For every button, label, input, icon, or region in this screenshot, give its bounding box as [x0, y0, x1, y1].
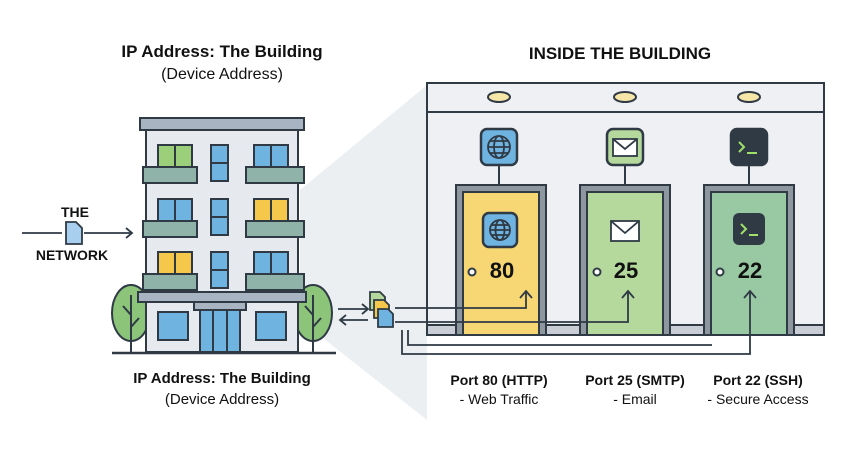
- port-22-description: - Secure Access: [707, 391, 809, 407]
- port-80-description: - Web Traffic: [459, 391, 539, 407]
- network-label-top: THE: [61, 204, 89, 220]
- building: [112, 117, 336, 355]
- window: [157, 311, 189, 341]
- network-label-bottom: NETWORK: [35, 247, 109, 263]
- terminal-icon: [738, 141, 757, 154]
- room-title: INSIDE THE BUILDING: [528, 44, 712, 63]
- door-knob: [467, 267, 477, 277]
- envelope-icon: [612, 138, 638, 157]
- envelope-icon: [610, 220, 640, 242]
- door-port-80[interactable]: [455, 127, 547, 336]
- door-22-number: 22: [737, 258, 763, 283]
- routing-lines: [338, 289, 757, 355]
- window: [255, 311, 287, 341]
- ceiling-light: [613, 91, 637, 103]
- door-port-25[interactable]: [579, 127, 671, 336]
- building-title: IP Address: The Building: [121, 42, 323, 61]
- door-knob: [592, 267, 602, 277]
- data-packets-icon: [369, 291, 394, 328]
- ceiling-light: [737, 91, 761, 103]
- door-25-number: 25: [613, 258, 639, 283]
- building-caption-title: IP Address: The Building: [133, 370, 311, 387]
- globe-icon: [489, 219, 511, 241]
- terminal-sign: [729, 127, 769, 167]
- building-caption-subtitle: (Device Address): [164, 391, 280, 408]
- port-80-label: Port 80 (HTTP): [450, 372, 548, 388]
- port-25-description: - Email: [613, 391, 657, 407]
- door-knob: [715, 267, 725, 277]
- ceiling-light: [487, 91, 511, 103]
- door-port-22[interactable]: [703, 127, 795, 336]
- network-flow: [22, 227, 134, 239]
- building-entrance: [199, 309, 241, 353]
- terminal-icon: [740, 223, 758, 236]
- door-80-number: 80: [489, 258, 515, 283]
- zoom-projection: [300, 85, 427, 420]
- document-icon: [65, 221, 83, 245]
- globe-icon: [487, 135, 511, 159]
- building-subtitle: (Device Address): [161, 66, 283, 83]
- port-25-label: Port 25 (SMTP): [585, 372, 685, 388]
- port-22-label: Port 22 (SSH): [713, 372, 803, 388]
